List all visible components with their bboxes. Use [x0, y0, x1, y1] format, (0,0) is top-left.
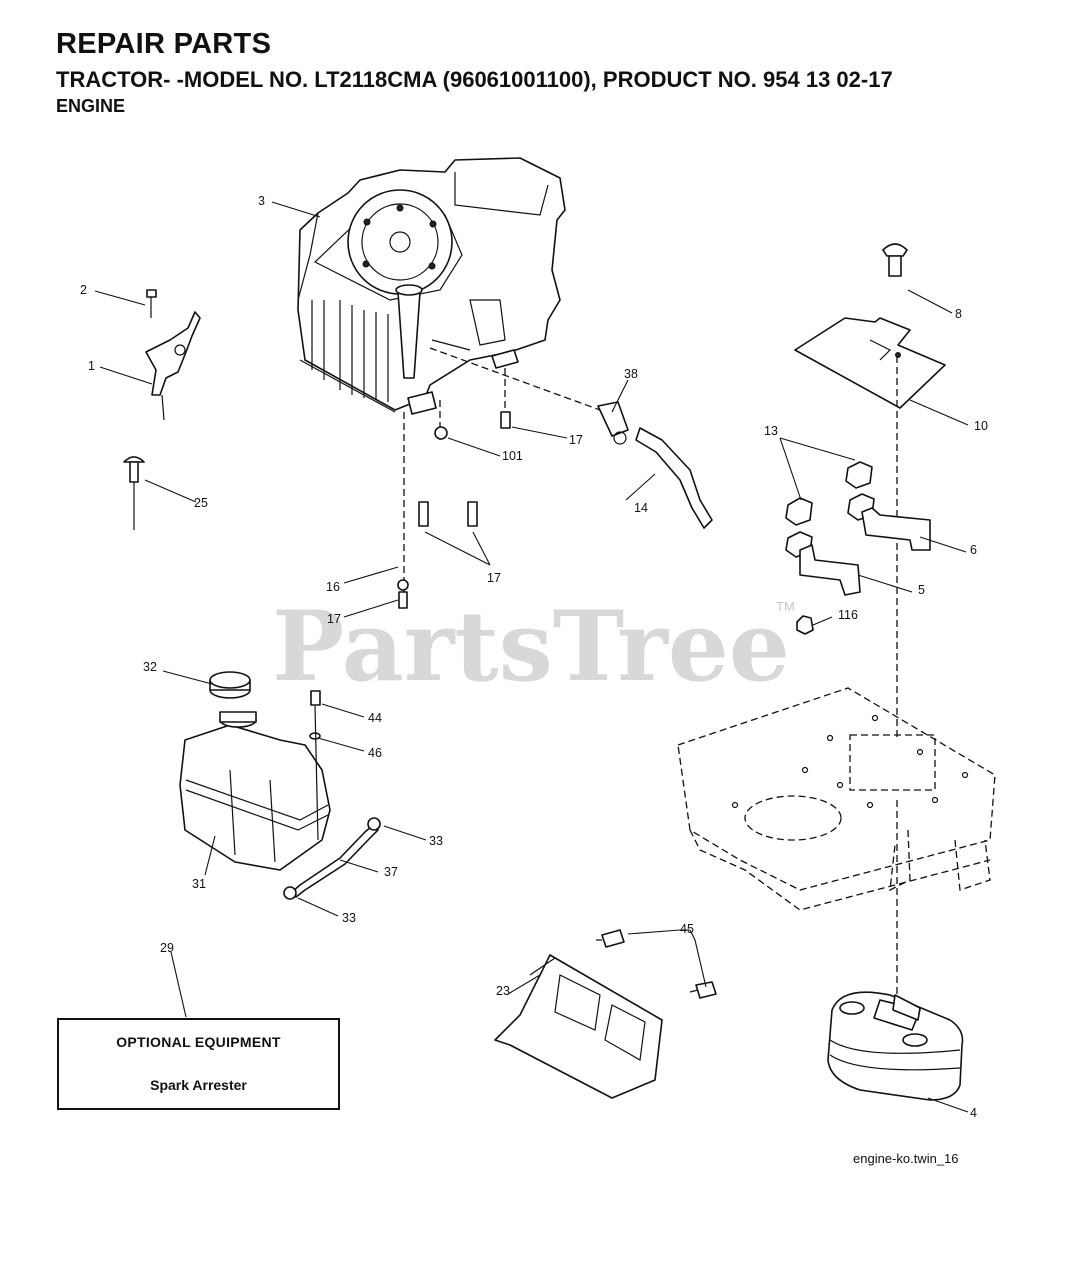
- fuel-cap-drawing: [209, 671, 251, 699]
- callout-label: 29: [160, 941, 174, 955]
- exhaust-pipes-drawing: [785, 461, 931, 635]
- watermark-trademark: TM: [776, 599, 795, 614]
- callout-label: 45: [680, 922, 694, 936]
- engine-drawing: [297, 157, 566, 415]
- page-title: REPAIR PARTS: [56, 28, 272, 60]
- callout-label: 33: [342, 911, 356, 925]
- callout-label: 37: [384, 865, 398, 879]
- callout-label: 1: [88, 359, 95, 373]
- callout-label: 14: [634, 501, 648, 515]
- optional-equipment-box: OPTIONAL EQUIPMENT Spark Arrester: [57, 1018, 340, 1110]
- callout-label: 3: [258, 194, 265, 208]
- engine-fasteners-drawing: [397, 368, 511, 609]
- callout-label: 10: [974, 419, 988, 433]
- callout-label: 6: [970, 543, 977, 557]
- frame-drawing: [677, 687, 996, 1000]
- callout-label: 17: [487, 571, 501, 585]
- callout-label: 25: [194, 496, 208, 510]
- callout-label: 23: [496, 984, 510, 998]
- gas-tank-drawing: [179, 690, 331, 871]
- muffler-drawing: [827, 991, 964, 1101]
- throttle-bracket-drawing: [145, 289, 201, 421]
- callout-label: 13: [764, 424, 778, 438]
- control-knob-drawing: [123, 456, 145, 530]
- callout-label: 32: [143, 660, 157, 674]
- fuel-line-drawing: [283, 817, 381, 900]
- optional-equipment-heading: OPTIONAL EQUIPMENT: [116, 1034, 281, 1050]
- callout-label: 8: [955, 307, 962, 321]
- callout-label: 5: [918, 583, 925, 597]
- heat-shield-drawing: [794, 243, 946, 740]
- callout-label: 116: [838, 608, 858, 622]
- callout-labels: 3 2 1 25 8 38 17 101 14 13 10 6 5 17 16 …: [80, 194, 988, 1120]
- mounting-bracket-drawing: [494, 929, 717, 1099]
- callout-label: 33: [429, 834, 443, 848]
- callout-label: 38: [624, 367, 638, 381]
- diagram-file-tag: engine-ko.twin_16: [853, 1151, 959, 1166]
- section-title: ENGINE: [56, 96, 126, 116]
- leader-lines: [94, 201, 969, 1113]
- callout-label: 2: [80, 283, 87, 297]
- callout-label: 17: [327, 612, 341, 626]
- optional-equipment-item: Spark Arrester: [150, 1077, 247, 1093]
- fuel-hose-drawing: [429, 347, 713, 529]
- callout-label: 17: [569, 433, 583, 447]
- callout-label: 31: [192, 877, 206, 891]
- callout-label: 101: [502, 449, 523, 463]
- callout-label: 44: [368, 711, 382, 725]
- callout-label: 16: [326, 580, 340, 594]
- watermark: PartsTree: [272, 590, 790, 703]
- callout-label: 4: [970, 1106, 977, 1120]
- callout-label: 46: [368, 746, 382, 760]
- model-subtitle: TRACTOR- -MODEL NO. LT2118CMA (960610011…: [56, 67, 893, 92]
